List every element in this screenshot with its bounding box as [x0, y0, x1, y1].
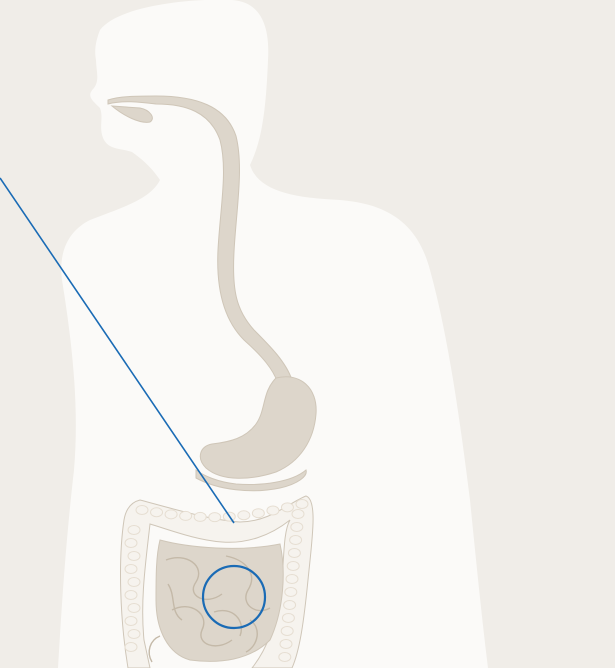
colon-bead: [209, 513, 221, 522]
colon-bead: [280, 640, 292, 649]
colon-bead: [180, 511, 192, 520]
colon-bead: [151, 508, 163, 517]
colon-bead: [281, 503, 293, 512]
colon-bead: [288, 549, 300, 558]
colon-bead: [125, 643, 137, 652]
colon-bead: [286, 575, 298, 584]
colon-bead: [252, 509, 264, 518]
colon-bead: [292, 510, 304, 519]
colon-bead: [291, 523, 303, 532]
small-intestine: [149, 540, 283, 662]
colon-bead: [287, 562, 299, 571]
colon-bead: [282, 614, 294, 623]
colon-bead: [290, 536, 302, 545]
colon-bead: [125, 617, 137, 626]
colon-bead: [136, 506, 148, 515]
colon-bead: [279, 653, 291, 662]
colon-bead: [128, 552, 140, 561]
colon-bead: [125, 539, 137, 548]
colon-bead: [165, 510, 177, 519]
colon-bead: [267, 506, 279, 515]
colon-bead: [128, 526, 140, 535]
colon-bead: [125, 591, 137, 600]
colon-bead: [125, 565, 137, 574]
colon-bead: [128, 604, 140, 613]
colon-bead: [194, 512, 206, 521]
colon-bead: [285, 588, 297, 597]
colon-bead: [238, 511, 250, 520]
colon-bead: [128, 630, 140, 639]
colon-bead: [296, 500, 308, 509]
colon-bead: [281, 627, 293, 636]
colon-bead: [128, 578, 140, 587]
colon-bead: [284, 601, 296, 610]
